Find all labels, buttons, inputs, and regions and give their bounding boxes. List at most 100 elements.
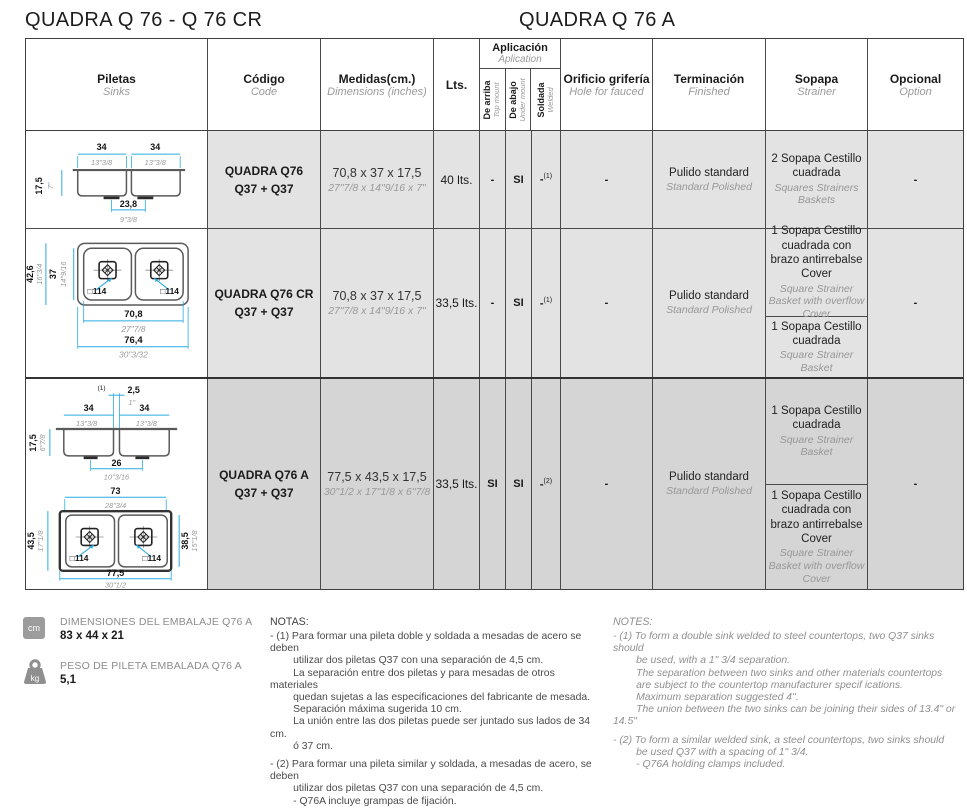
terminacion-en: Standard Polished bbox=[666, 180, 752, 193]
cell-medidas: 77,5 x 43,5 x 17,5 30"1/2 x 17"1/8 x 6"7… bbox=[321, 379, 434, 589]
de-abajo-value: SI bbox=[513, 297, 524, 309]
dim-label: 26 bbox=[112, 458, 122, 468]
dim-label: 10"3/16 bbox=[104, 473, 130, 482]
header-medidas-en: Dimensions (inches) bbox=[327, 85, 427, 98]
dim-label: 27"7/8 bbox=[120, 324, 145, 334]
sopapa-en: Square Strainer Basket bbox=[779, 349, 854, 374]
drain-symbol bbox=[93, 259, 122, 282]
codigo-line1: QUADRA Q76 CR bbox=[214, 287, 314, 301]
cell-de-abajo: SI bbox=[506, 229, 532, 377]
dim-label: 17"1/8 bbox=[36, 529, 45, 551]
cell-de-arriba: SI bbox=[480, 379, 506, 589]
dim-label: 34 bbox=[150, 142, 160, 152]
soldada-note-ref: (2) bbox=[543, 477, 553, 485]
medidas-in: 30"1/2 x 17"1/8 x 6"7/8 bbox=[323, 486, 431, 498]
cell-de-abajo: SI bbox=[506, 131, 532, 228]
cell-orificio: - bbox=[561, 131, 653, 228]
cell-terminacion: Pulido standard Standard Polished bbox=[653, 229, 766, 377]
dim-label: 17,5 bbox=[34, 177, 44, 194]
cell-sopapa: 1 Sopapa Cestillo cuadrada Square Strain… bbox=[766, 379, 868, 589]
dim-label: 7" bbox=[46, 182, 55, 189]
dim-label: 42,6 bbox=[26, 265, 35, 282]
sopapa-en: Square Strainer Basket with overflow Cov… bbox=[768, 282, 865, 321]
header-lts-label: Lts. bbox=[445, 77, 468, 92]
cell-de-arriba: - bbox=[480, 131, 506, 228]
header-soldada-en: Welded bbox=[545, 86, 555, 113]
dim-label: 17,5 bbox=[28, 434, 38, 451]
dim-label: 6"7/8 bbox=[38, 434, 47, 452]
codigo-line2: Q37 + Q37 bbox=[234, 486, 294, 500]
dim-label: 37 bbox=[48, 269, 58, 279]
cell-de-arriba: - bbox=[480, 229, 506, 377]
opcional-value: - bbox=[913, 478, 918, 490]
header-orificio-en: Hole for fauced bbox=[569, 85, 644, 98]
codigo-line2: Q37 + Q37 bbox=[234, 181, 294, 196]
header-de-abajo: De abajo Under mount bbox=[506, 69, 532, 130]
sink-plan-drawing: □114 □114 42,6 16"3/4 37 14"9/16 70,8 27… bbox=[26, 242, 189, 360]
sink-elevation-drawing: 34 13"3/8 34 13"3/8 17,5 7" 23,8 9"3/8 bbox=[34, 142, 186, 223]
de-arriba-value: - bbox=[490, 173, 495, 186]
dim-label: 43,5 bbox=[26, 532, 36, 549]
packaging-dimensions: DIMENSIONES DEL EMBALAJE Q76 A 83 x 44 x… bbox=[60, 616, 252, 642]
dim-label: 34 bbox=[139, 403, 149, 413]
opcional-value: - bbox=[913, 297, 918, 309]
cell-orificio: - bbox=[561, 229, 653, 377]
header-lts: Lts. bbox=[434, 39, 480, 130]
de-arriba-value: SI bbox=[487, 478, 498, 490]
cell-soldada: -(1) bbox=[532, 131, 561, 228]
table-row-q76: 34 13"3/8 34 13"3/8 17,5 7" 23,8 9"3/8 Q… bbox=[26, 131, 963, 229]
sopapa-en: Squares Strainers Baskets bbox=[774, 181, 859, 207]
header-de-abajo-en: Under mount bbox=[517, 77, 527, 122]
dim-label: 38,5 bbox=[180, 532, 190, 549]
cell-opcional: - bbox=[868, 229, 963, 377]
drain-label: □114 bbox=[70, 553, 89, 563]
spec-table: Piletas Sinks Código Code Medidas(cm.) D… bbox=[25, 38, 964, 590]
header-soldada: Soldada Welded bbox=[531, 69, 560, 130]
diagram-q76-elevation: 34 13"3/8 34 13"3/8 17,5 7" 23,8 9"3/8 bbox=[26, 131, 208, 228]
header-medidas: Medidas(cm.) Dimensions (inches) bbox=[321, 39, 434, 130]
soldada-value: -(1) bbox=[540, 297, 552, 310]
cell-de-abajo: SI bbox=[506, 379, 532, 589]
table-row-q76a: (1) 2,5 1" 34 13"3/8 34 13"3/8 17,5 6"7/… bbox=[26, 379, 963, 589]
soldada-note-ref: (1) bbox=[543, 296, 553, 304]
sopapa-es: 2 Sopapa Cestillo cuadrada bbox=[771, 153, 862, 180]
cell-lts: 33,5 lts. bbox=[434, 229, 480, 377]
header-aplicacion-en: Aplication bbox=[498, 54, 542, 65]
de-abajo-value: SI bbox=[513, 173, 524, 186]
dim-label: 13"3/8 bbox=[91, 158, 113, 167]
header-aplicacion-subcols: De arriba Top mount De abajo Under mount… bbox=[480, 69, 560, 130]
dim-label: 14"9/16 bbox=[59, 261, 68, 287]
packaging-dimensions-value: 83 x 44 x 21 bbox=[60, 630, 124, 642]
header-piletas-en: Sinks bbox=[103, 85, 130, 98]
header-codigo-en: Code bbox=[250, 85, 278, 98]
sopapa-es: 1 Sopapa Cestillo cuadrada bbox=[771, 320, 862, 347]
page-title-right: QUADRA Q 76 A bbox=[519, 9, 676, 31]
kg-icon-label: kg bbox=[31, 674, 39, 683]
dim-label: 30"1/2 bbox=[105, 581, 127, 589]
packed-weight-value: 5,1 bbox=[60, 674, 76, 686]
sopapa-es: 1 Sopapa Cestillo cuadrada con brazo ant… bbox=[770, 225, 863, 281]
drain-symbol bbox=[145, 259, 174, 282]
header-medidas-es: Medidas(cm.) bbox=[338, 71, 416, 86]
cell-medidas: 70,8 x 37 x 17,5 27"7/8 x 14"9/16 x 7" bbox=[321, 229, 434, 377]
packed-weight-label: PESO DE PILETA EMBALADA Q76 A bbox=[60, 660, 242, 672]
de-abajo-value: SI bbox=[513, 478, 524, 490]
dim-label: 28"3/4 bbox=[104, 501, 126, 510]
dim-label: 77,5 bbox=[107, 568, 124, 578]
dim-label: 16"3/4 bbox=[35, 264, 44, 285]
sopapa-en: Square Strainer Basket with overflow Cov… bbox=[768, 547, 865, 585]
header-orificio-es: Orificio grifería bbox=[563, 71, 650, 86]
cell-soldada: -(2) bbox=[532, 379, 561, 589]
header-terminacion: Terminación Finished bbox=[653, 39, 766, 130]
header-codigo: Código Code bbox=[208, 39, 321, 130]
cell-lts: 33,5 lts. bbox=[434, 379, 480, 589]
de-arriba-value: - bbox=[490, 297, 495, 309]
sopapa-en: Square Strainer Basket bbox=[779, 433, 854, 459]
header-codigo-es: Código bbox=[243, 71, 285, 86]
note-ref: (1) bbox=[98, 385, 106, 392]
cell-sopapa: 1 Sopapa Cestillo cuadrada con brazo ant… bbox=[766, 225, 868, 377]
sopapa-es: 1 Sopapa Cestillo cuadrada con brazo ant… bbox=[770, 489, 863, 545]
header-sopapa-es: Sopapa bbox=[794, 71, 839, 86]
medidas-cm: 77,5 x 43,5 x 17,5 bbox=[327, 470, 427, 484]
cm-icon: cm bbox=[23, 617, 45, 639]
